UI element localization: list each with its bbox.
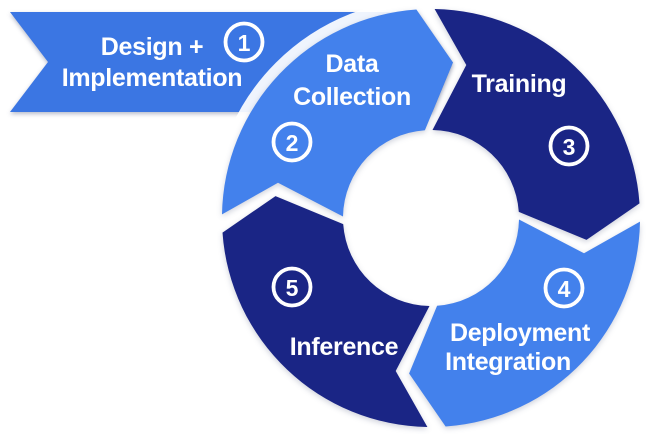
step-3-number: 3: [563, 134, 576, 160]
banner-label-line1: Design +: [101, 33, 204, 61]
segment-data-collection-shape: [222, 9, 453, 217]
lifecycle-wheel: Data Collection 2 Training 3 Deployment …: [222, 9, 640, 427]
wheel-outer-rim-highlight: [211, 0, 650, 434]
segment-data-collection-label-line2: Collection: [293, 83, 411, 111]
step-1-badge-ring: [223, 21, 265, 63]
segment-inference-shape: [222, 196, 430, 427]
step-2-number: 2: [286, 130, 299, 156]
segment-inference: Inference 5: [222, 196, 430, 427]
banner-label-line2: Implementation: [62, 64, 243, 92]
step-2-badge-ring: [271, 121, 313, 163]
segment-deployment-integration: Deployment Integration 4: [409, 219, 640, 427]
segment-data-collection: Data Collection 2: [222, 9, 453, 217]
segment-inference-label: Inference: [290, 333, 399, 361]
step-3-badge-ring: [548, 125, 590, 167]
step-1-number: 1: [238, 30, 251, 56]
segment-data-collection-label-line1: Data: [326, 50, 380, 78]
step-5-badge-ring: [271, 266, 313, 308]
segment-deployment-integration-label-line1: Deployment: [450, 319, 591, 347]
step-5-number: 5: [286, 275, 299, 301]
step-4-number: 4: [558, 276, 571, 302]
segment-training: Training 3: [432, 9, 640, 240]
segment-deployment-integration-shape: [409, 219, 640, 427]
segment-deployment-integration-label-line2: Integration: [445, 348, 571, 376]
step-4-badge-ring: [543, 267, 585, 309]
segment-training-label: Training: [472, 70, 567, 98]
segment-training-shape: [432, 9, 640, 240]
